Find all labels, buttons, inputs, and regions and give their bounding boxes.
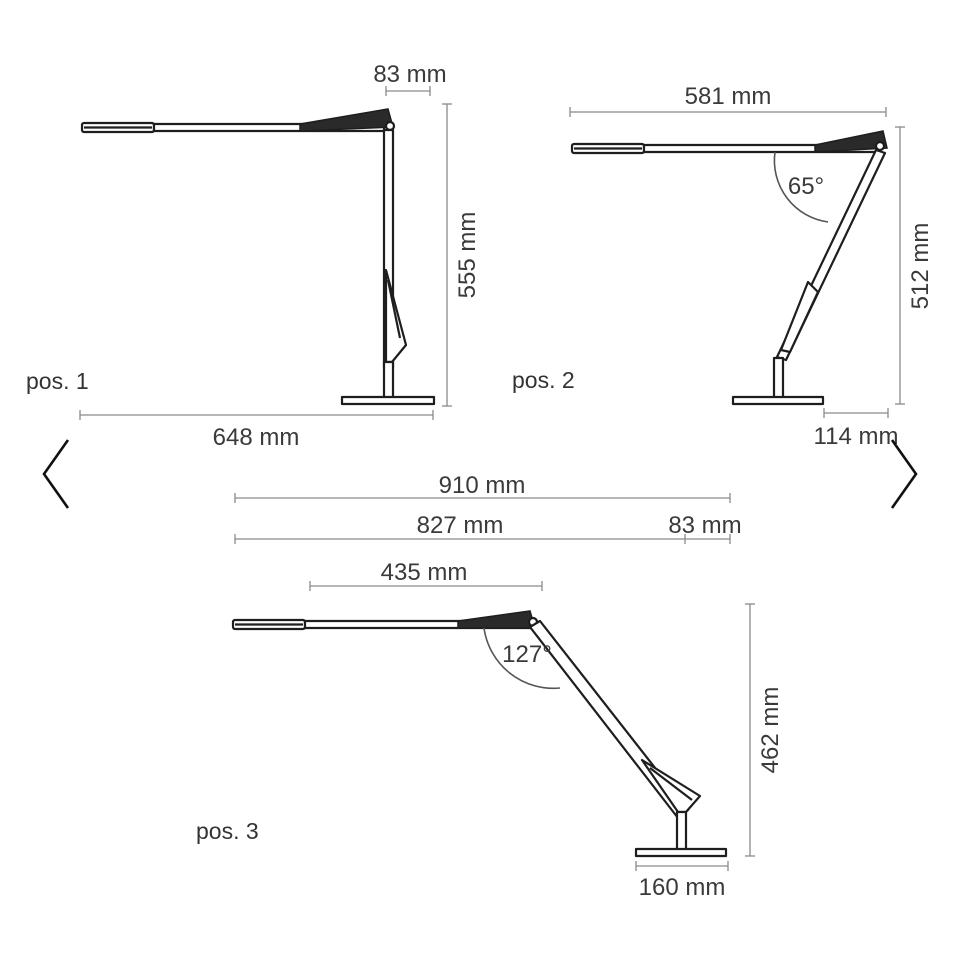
pos3-dim-base: 160 mm [635, 861, 729, 901]
pos3-label: pos. 3 [196, 818, 259, 844]
pos1-dim-arm-offset: 83 mm [373, 61, 447, 96]
pos2-angle-label: 65° [788, 173, 824, 200]
pos3-angle-label: 127° [502, 641, 552, 668]
pos1-lamp-drawing [80, 108, 436, 406]
pos3-angle-indicator: 127° [483, 627, 561, 690]
pos2-dim-height: 512 mm [895, 126, 934, 405]
position-1-group: 83 mm 555 mm 648 mm pos. 1 [26, 61, 481, 451]
pos1-height-label: 555 mm [454, 212, 481, 299]
pos2-label: pos. 2 [512, 367, 575, 393]
pos2-dim-reach: 581 mm [569, 83, 887, 117]
pos2-lamp-drawing [570, 130, 888, 406]
pos2-height-label: 512 mm [907, 223, 934, 310]
pos2-reach-label: 581 mm [685, 83, 772, 110]
chevron-right-icon [890, 439, 918, 509]
pos2-base-offset-label: 114 mm [814, 423, 899, 450]
pos2-angle-indicator: 65° [773, 151, 829, 223]
next-button[interactable] [886, 434, 926, 514]
pos3-total-label: 910 mm [439, 472, 526, 499]
pos1-arm-offset-label: 83 mm [373, 61, 446, 88]
pos3-arm-label: 435 mm [381, 559, 468, 586]
pos1-dim-height: 555 mm [442, 103, 481, 407]
pos3-height-label: 462 mm [757, 687, 784, 774]
pos1-reach-label: 648 mm [213, 424, 300, 451]
pos1-label: pos. 1 [26, 368, 89, 394]
prev-button[interactable] [34, 434, 74, 514]
pos3-dim-arm: 435 mm [309, 559, 543, 591]
chevron-left-icon [42, 439, 70, 509]
pos3-base-label: 160 mm [639, 874, 726, 901]
pos2-dim-base-offset: 114 mm [814, 408, 899, 450]
pos3-dim-total: 910 mm [234, 472, 731, 503]
pos3-dim-main-offset: 827 mm 83 mm [234, 512, 742, 544]
pos3-dim-height: 462 mm [745, 603, 784, 857]
pos3-offset-label: 83 mm [668, 512, 741, 539]
pos1-dim-reach: 648 mm [79, 410, 434, 451]
position-2-group: 581 mm 65° 512 mm 114 mm pos. 2 [512, 83, 934, 450]
pos3-main-label: 827 mm [417, 512, 504, 539]
position-3-group: 910 mm 827 mm 83 mm 435 mm [196, 472, 784, 901]
pos3-lamp-drawing [231, 610, 728, 858]
